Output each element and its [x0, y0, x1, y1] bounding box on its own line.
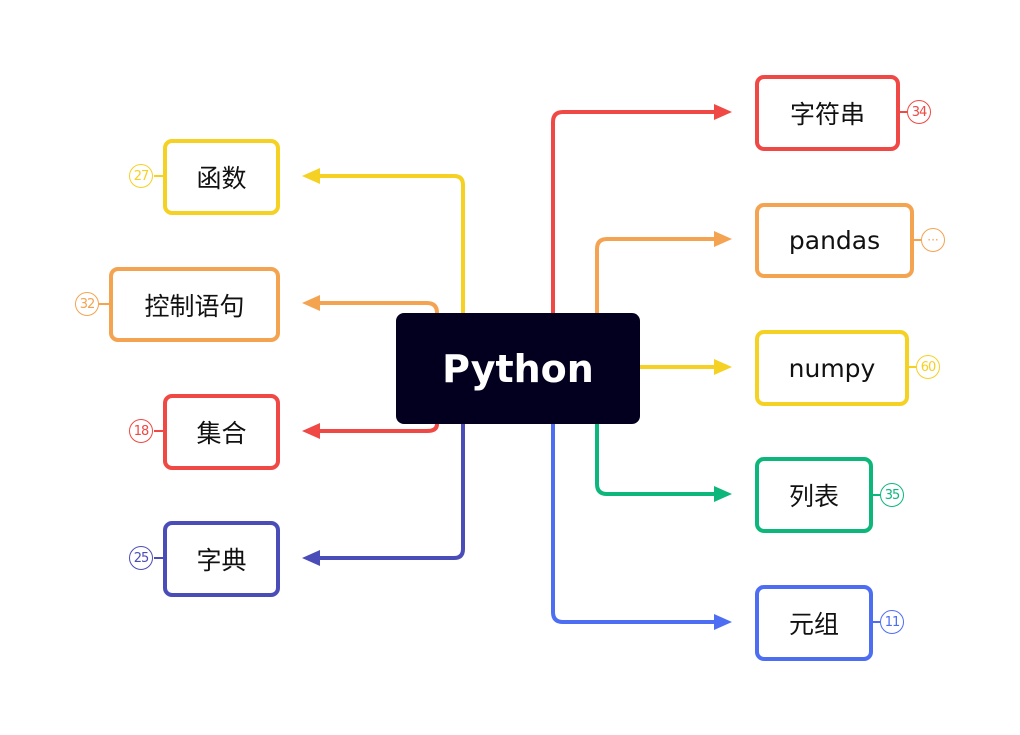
topic-label: 集合 — [196, 419, 247, 448]
topic-label: numpy — [788, 353, 876, 383]
connector-arrow-hanshu — [302, 168, 320, 184]
count-badge-liebiao[interactable]: 35 — [880, 483, 904, 507]
connector-line-zifuchuan — [551, 110, 716, 313]
connector-line-yuanzu — [551, 424, 716, 624]
connector-arrow-numpy — [714, 359, 732, 375]
connector-arrow-yuanzu — [714, 614, 732, 630]
topic-zifuchuan[interactable]: 字符串 — [755, 75, 900, 151]
connector-line-zidian — [318, 424, 465, 560]
topic-label: 控制语句 — [144, 291, 245, 321]
central-topic-label: Python — [442, 346, 594, 391]
topic-label: 列表 — [788, 482, 839, 511]
count-badge-jihe[interactable]: 18 — [129, 419, 153, 443]
count-badge-yuanzu[interactable]: 11 — [880, 610, 904, 634]
connector-arrow-pandas — [714, 231, 732, 247]
central-topic-python[interactable]: Python — [396, 313, 640, 424]
topic-label: 元组 — [788, 610, 839, 639]
connector-line-jihe — [318, 423, 439, 433]
topic-label: 函数 — [196, 164, 247, 193]
connector-arrow-kongzhi — [302, 295, 320, 311]
more-badge-pandas[interactable]: ··· — [921, 228, 945, 252]
count-badge-zidian[interactable]: 25 — [129, 546, 153, 570]
connector-line-kongzhi — [318, 301, 439, 314]
topic-zidian[interactable]: 字典 — [163, 521, 280, 597]
topic-label: 字典 — [196, 546, 247, 575]
count-badge-hanshu[interactable]: 27 — [129, 164, 153, 188]
connector-arrow-zifuchuan — [714, 104, 732, 120]
topic-pandas[interactable]: pandas — [755, 203, 914, 278]
connector-arrow-liebiao — [714, 486, 732, 502]
topic-numpy[interactable]: numpy — [755, 330, 909, 406]
connector-line-liebiao — [595, 424, 716, 496]
count-badge-kongzhiyuju[interactable]: 32 — [75, 292, 99, 316]
topic-liebiao[interactable]: 列表 — [755, 457, 873, 533]
connector-line-pandas — [595, 237, 716, 313]
connector-arrow-jihe — [302, 423, 320, 439]
topic-yuanzu[interactable]: 元组 — [755, 585, 873, 661]
topic-kongzhiyuju[interactable]: 控制语句 — [109, 267, 280, 342]
connector-line-hanshu — [318, 174, 465, 313]
connector-arrow-zidian — [302, 550, 320, 566]
topic-hanshu[interactable]: 函数 — [163, 139, 280, 215]
topic-label: pandas — [788, 226, 881, 255]
topic-jihe[interactable]: 集合 — [163, 394, 280, 470]
topic-label: 字符串 — [789, 100, 865, 129]
count-badge-numpy[interactable]: 60 — [916, 355, 940, 379]
count-badge-zifuchuan[interactable]: 34 — [907, 100, 931, 124]
